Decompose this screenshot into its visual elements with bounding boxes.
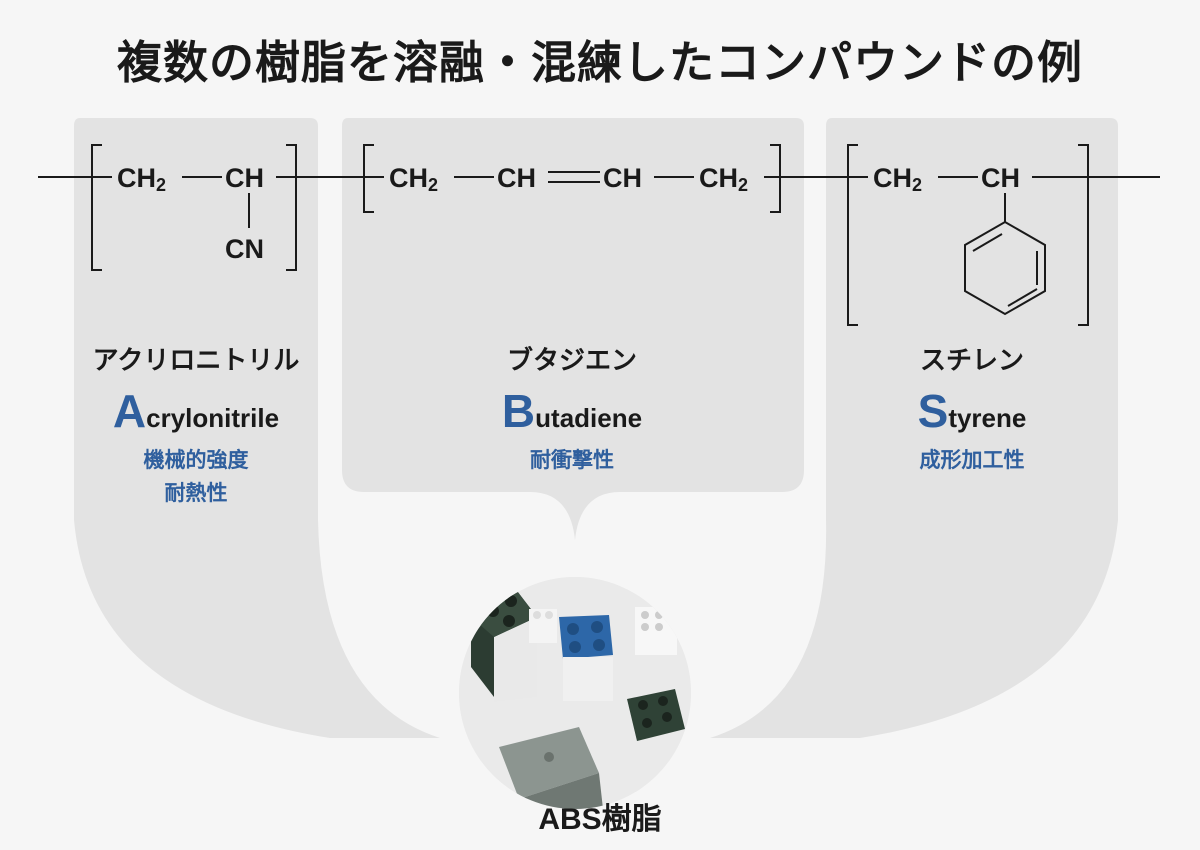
formula-a-cn: CN <box>225 234 264 264</box>
name-jp-styrene: スチレン <box>919 346 1024 376</box>
benzene-ring-icon <box>964 220 1046 316</box>
name-jp-acrylonitrile: アクリロニトリル <box>92 346 300 376</box>
properties-butadiene: 耐衝撃性 <box>422 444 722 477</box>
name-en-butadiene: Butadiene <box>412 384 732 438</box>
properties-acrylonitrile: 機械的強度 耐熱性 <box>46 444 346 510</box>
name-en-styrene: Styrene <box>812 384 1132 438</box>
name-en-acrylonitrile: Acrylonitrile <box>36 384 356 438</box>
property-item: 機械的強度 <box>143 448 249 472</box>
properties-styrene: 成形加工性 <box>822 444 1122 477</box>
name-rest-a: crylonitrile <box>146 403 280 433</box>
property-item: 成形加工性 <box>919 448 1025 472</box>
name-rest-b: utadiene <box>535 403 643 433</box>
abs-blocks-photo <box>459 577 691 809</box>
panel-butadiene <box>342 118 804 540</box>
abs-label: ABS樹脂 <box>538 803 662 836</box>
initial-a: A <box>112 385 147 437</box>
initial-s: S <box>917 385 949 437</box>
name-rest-s: tyrene <box>948 403 1027 433</box>
lego-blocks-icon <box>459 577 691 809</box>
initial-b: B <box>501 385 536 437</box>
property-item: 耐衝撃性 <box>530 448 614 472</box>
formula-b-ch-2: CH <box>603 163 642 193</box>
formula-a-ch: CH <box>225 163 264 193</box>
page-title: 複数の樹脂を溶融・混練したコンパウンドの例 <box>116 36 1083 89</box>
panel-acrylonitrile <box>74 118 440 738</box>
brackets <box>91 144 1089 326</box>
formula-b-ch-1: CH <box>497 163 536 193</box>
panel-styrene <box>710 118 1118 738</box>
formula-s-ch: CH <box>981 163 1020 193</box>
property-item: 耐熱性 <box>164 481 228 505</box>
name-jp-butadiene: ブタジエン <box>506 346 637 376</box>
